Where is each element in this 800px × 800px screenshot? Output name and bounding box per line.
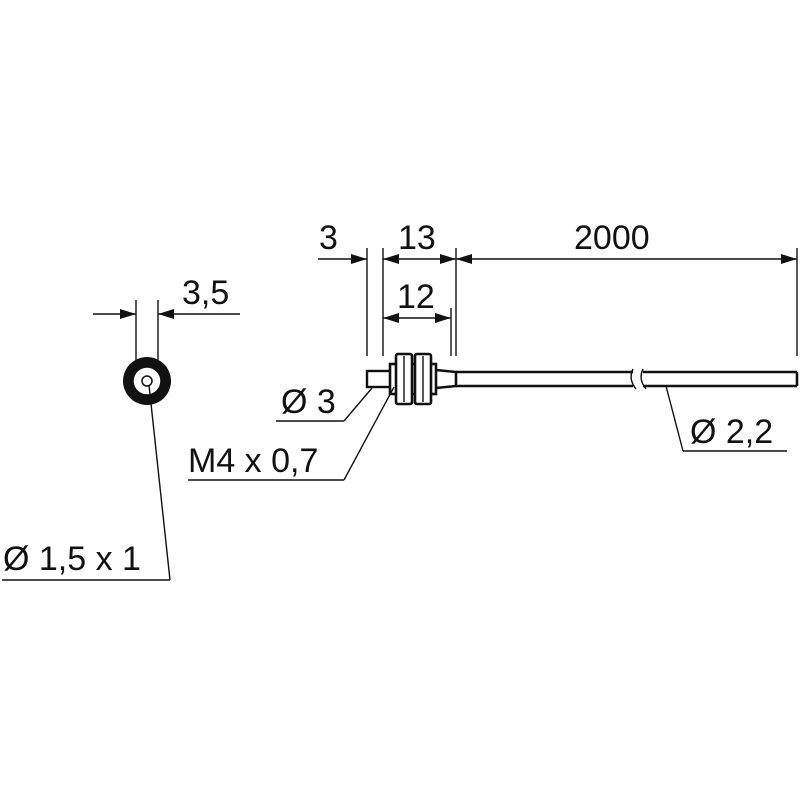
dim-2000-arrow-right — [781, 254, 797, 264]
tip-outer-arrow-right — [158, 309, 174, 319]
dim-12-arrow-right — [435, 313, 451, 323]
side-view: 3 13 2000 12 Ø 3 M4 x 0,7 Ø 2,2 — [188, 219, 799, 481]
dim-2000-arrow-left — [456, 254, 472, 264]
dim-12-label: 12 — [397, 278, 435, 316]
fiber-core-label: Ø 1,5 x 1 — [3, 540, 141, 578]
cable-strain-relief — [435, 368, 458, 390]
thread-leader — [343, 386, 395, 481]
tip-outer-label: 3,5 — [182, 274, 229, 312]
dim-2000-label: 2000 — [574, 219, 650, 257]
dim-13-arrow-right — [440, 254, 456, 264]
cable-diameter-label: Ø 2,2 — [690, 413, 773, 451]
cable-diameter-leader — [665, 385, 684, 452]
dim-13-label: 13 — [398, 219, 436, 257]
tip-diameter-label: Ø 3 — [281, 383, 336, 421]
end-view: 3,5 Ø 1,5 x 1 — [2, 274, 240, 581]
cable-break-right — [640, 368, 647, 390]
tip-outer-arrow-left — [120, 309, 136, 319]
tip-diameter-leader — [343, 387, 373, 422]
sensor-tip — [365, 369, 393, 389]
dim-3-label: 3 — [319, 219, 338, 257]
cable-break-left — [630, 368, 637, 390]
end-view-core — [141, 375, 153, 387]
fiber-core-leader — [148, 384, 171, 581]
thread-label: M4 x 0,7 — [188, 442, 318, 480]
dim-13-arrow-left — [383, 254, 399, 264]
dim-3-arrow — [351, 254, 367, 264]
dim-12-arrow-left — [383, 313, 399, 323]
